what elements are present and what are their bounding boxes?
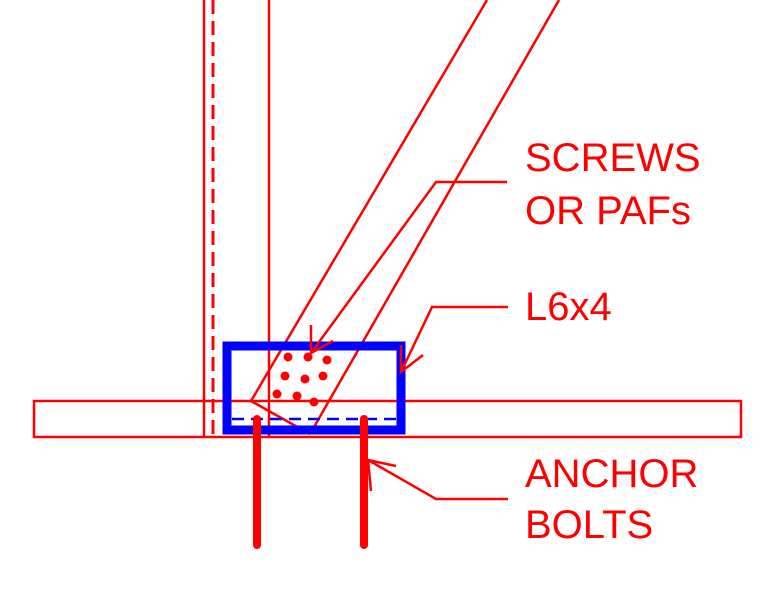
angle-label: L6x4 — [525, 285, 612, 329]
fastener-dot — [292, 391, 302, 401]
angle-leader-line — [399, 305, 508, 373]
brace-lower-edge — [308, 0, 561, 435]
fastener-dot — [322, 355, 332, 365]
anchor-label-line-1: ANCHOR — [525, 452, 698, 496]
fastener-group — [272, 352, 332, 407]
brace-upper-edge — [249, 0, 489, 402]
leaders — [309, 180, 508, 501]
base-plate — [32, 399, 743, 439]
anchor-bolts — [253, 415, 368, 549]
anchor-label-line-2: BOLTS — [525, 503, 653, 547]
angle-clip — [222, 341, 406, 435]
angle-leader-arrow — [399, 345, 424, 375]
screws-label-line-1: SCREWS — [525, 136, 701, 180]
fastener-dot — [318, 371, 328, 381]
fastener-dot — [280, 371, 290, 381]
anchor-leader-line — [367, 458, 508, 501]
screws-leader-line — [309, 180, 507, 354]
fastener-dot — [272, 389, 282, 399]
fastener-dot — [309, 397, 319, 407]
column — [202, 0, 271, 437]
fastener-dot — [300, 374, 310, 384]
callout-labels: SCREWS OR PAFs L6x4 ANCHOR BOLTS — [525, 136, 701, 547]
anchor-leader-arrow — [366, 458, 397, 492]
angle-outline — [222, 341, 406, 435]
fastener-dot — [283, 352, 293, 362]
screws-leader-arrow — [309, 325, 334, 356]
screws-label-line-2: OR PAFs — [525, 189, 691, 233]
